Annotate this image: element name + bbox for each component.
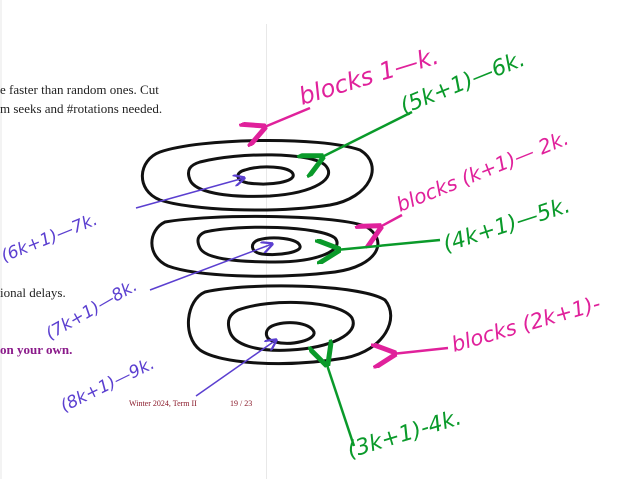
label-blocks-2k1: blocks (2k+1)- <box>449 291 603 356</box>
slide-footer-term: Winter 2024, Term II <box>129 399 197 408</box>
label-8k1-9k: (8k+1)—9k. <box>57 354 158 417</box>
disk-platter-top <box>140 138 374 212</box>
slide-text-line-2: m seeks and #rotations needed. <box>0 101 163 116</box>
label-3k1-4k: (3k+1)-4k. <box>344 405 464 463</box>
green-arrows <box>320 110 441 447</box>
label-4k1-5k: (4k+1)—5k. <box>440 193 573 258</box>
disk-platter-middle <box>150 214 380 278</box>
label-7k1-8k: (7k+1)—8k. <box>43 276 141 344</box>
label-6k1-7k: (6k+1)—7k. <box>0 210 101 267</box>
slide-text-line-4: on your own. <box>0 342 73 357</box>
disk-platter-bottom <box>186 284 393 366</box>
slide-text-line-3: ional delays. <box>0 285 66 300</box>
magenta-arrows <box>262 106 449 354</box>
purple-arrows <box>135 178 276 397</box>
slide-footer-page: 19 / 23 <box>230 399 253 408</box>
page-left-edge <box>0 0 2 479</box>
slide-text-line-1: e faster than random ones. Cut <box>0 82 159 97</box>
